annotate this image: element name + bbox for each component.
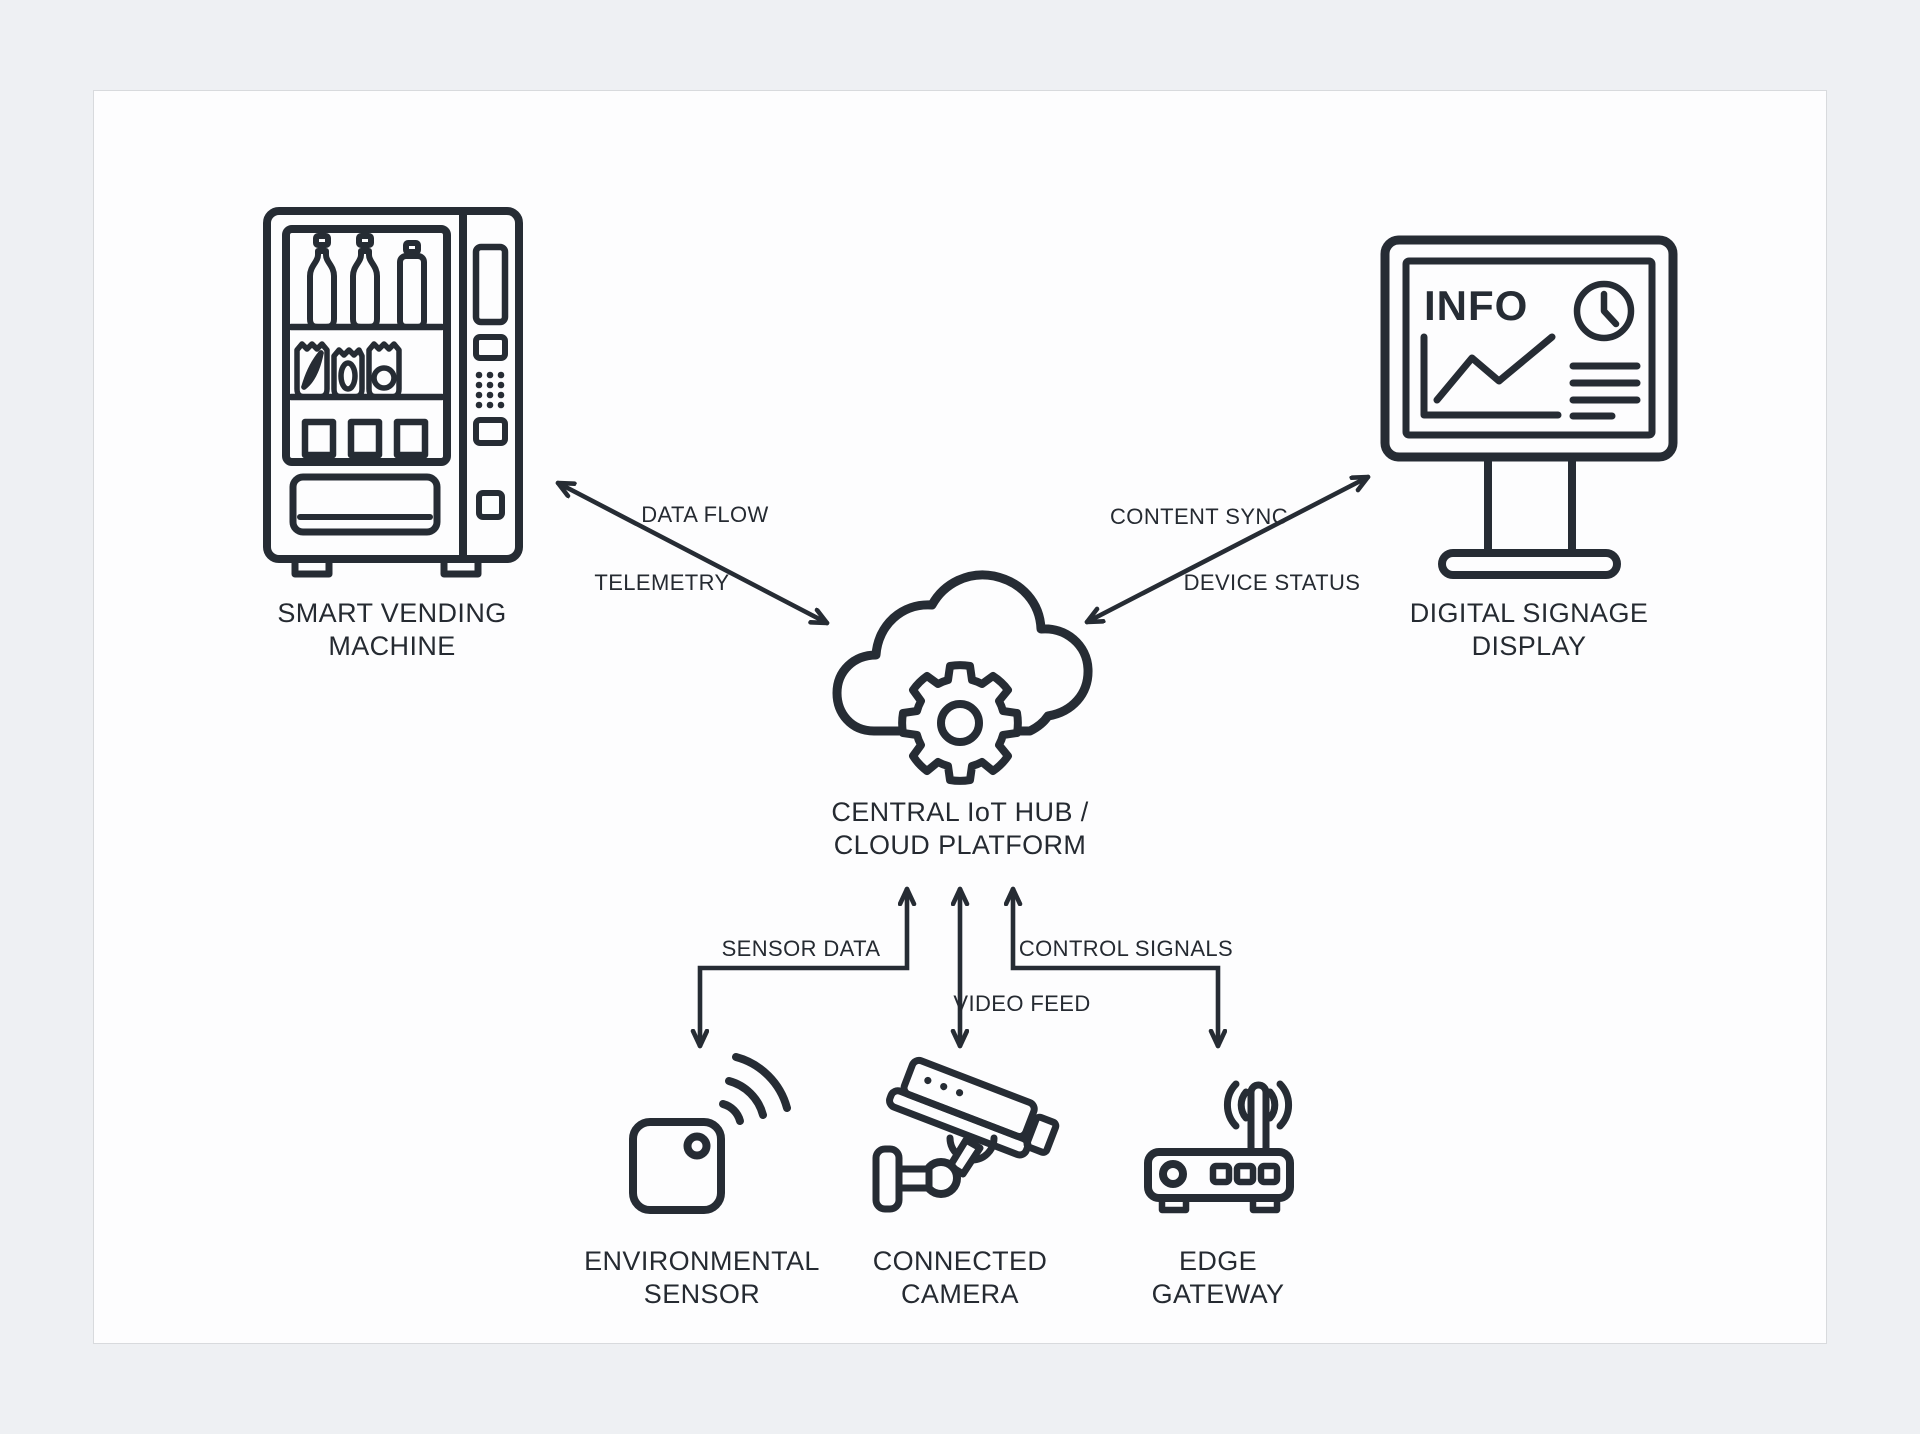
coin-slot — [473, 417, 508, 446]
camera-dots — [924, 1076, 964, 1097]
signage-frame — [1380, 235, 1678, 462]
product-slot — [347, 418, 383, 459]
machine-foot — [440, 555, 482, 578]
snack-bag-icon — [366, 341, 402, 400]
central-hub-label: CENTRAL IoT HUB / CLOUD PLATFORM — [831, 797, 1089, 860]
bottle-icon — [307, 233, 337, 330]
product-slot — [393, 418, 429, 459]
gateway-port — [1209, 1162, 1233, 1186]
signage-screen — [1402, 257, 1656, 439]
arrow-vending-hub — [555, 480, 830, 626]
product-slot — [301, 418, 337, 459]
security-camera-icon — [872, 1056, 1060, 1213]
gateway-antenna — [1247, 1081, 1270, 1159]
antenna-waves-icon — [1223, 1080, 1293, 1130]
data-flow-label: DATA FLOW — [641, 502, 769, 527]
environmental-sensor-icon — [629, 1053, 791, 1214]
gateway-port — [1257, 1162, 1281, 1186]
control-signals-label: CONTROL SIGNALS — [1018, 936, 1234, 961]
dispense-tray — [289, 473, 441, 536]
edge-gateway-label: EDGE GATEWAY — [1151, 1246, 1285, 1309]
environmental-sensor-label: ENVIRONMENTAL SENSOR — [584, 1246, 820, 1309]
gateway-foot — [1158, 1194, 1190, 1214]
arrow-signage-hub — [1084, 474, 1371, 625]
bottle-icon — [350, 233, 380, 330]
router-gateway-icon — [1144, 1080, 1294, 1214]
pickup-flap — [476, 490, 505, 520]
gateway-port — [1233, 1162, 1257, 1186]
gateway-led — [1159, 1160, 1187, 1188]
cloud-gear-icon — [832, 570, 1093, 785]
can-icon — [397, 240, 427, 330]
snack-bag-icon — [331, 347, 365, 400]
gear-icon — [898, 661, 1022, 785]
sensor-data-label: SENSOR DATA — [721, 936, 881, 961]
snack-bag-icon — [294, 341, 330, 400]
arrow-sensor-hub — [700, 886, 907, 1049]
vending-machine-label: SMART VENDING MACHINE — [277, 598, 507, 661]
cloud-outline — [832, 570, 1093, 736]
connected-camera-label: CONNECTED CAMERA — [872, 1246, 1048, 1309]
vending-machine-icon — [263, 207, 523, 578]
sensor-led — [683, 1132, 711, 1160]
gateway-box — [1144, 1148, 1294, 1202]
wifi-waves-icon — [719, 1053, 791, 1125]
camera-body — [886, 1056, 1060, 1159]
text-lines-icon — [1569, 362, 1641, 420]
signage-screen-text: INFO — [1424, 282, 1528, 329]
chart-icon — [1420, 333, 1562, 419]
vending-body — [263, 207, 523, 563]
video-feed-label: VIDEO FEED — [953, 991, 1091, 1016]
signage-stand — [1438, 453, 1621, 579]
camera-wall-plate — [872, 1145, 903, 1213]
keypad-dots — [475, 371, 505, 409]
arrow-gateway-hub — [1013, 886, 1218, 1049]
camera-arm — [895, 1165, 933, 1192]
digital-signage-icon: INFO — [1380, 235, 1678, 579]
display-slot — [473, 334, 508, 361]
telemetry-label: TELEMETRY — [594, 570, 730, 595]
content-sync-label: CONTENT SYNC — [1110, 504, 1288, 529]
clock-icon — [1573, 280, 1635, 342]
digital-signage-label: DIGITAL SIGNAGE DISPLAY — [1409, 598, 1649, 661]
gear-hole — [937, 700, 983, 746]
machine-foot — [291, 555, 333, 578]
vending-window — [282, 225, 451, 466]
connector-arrows — [555, 474, 1371, 1049]
device-status-label: DEVICE STATUS — [1183, 570, 1361, 595]
sensor-body — [629, 1118, 725, 1214]
gateway-foot — [1249, 1194, 1281, 1214]
card-reader-slot — [472, 243, 509, 326]
